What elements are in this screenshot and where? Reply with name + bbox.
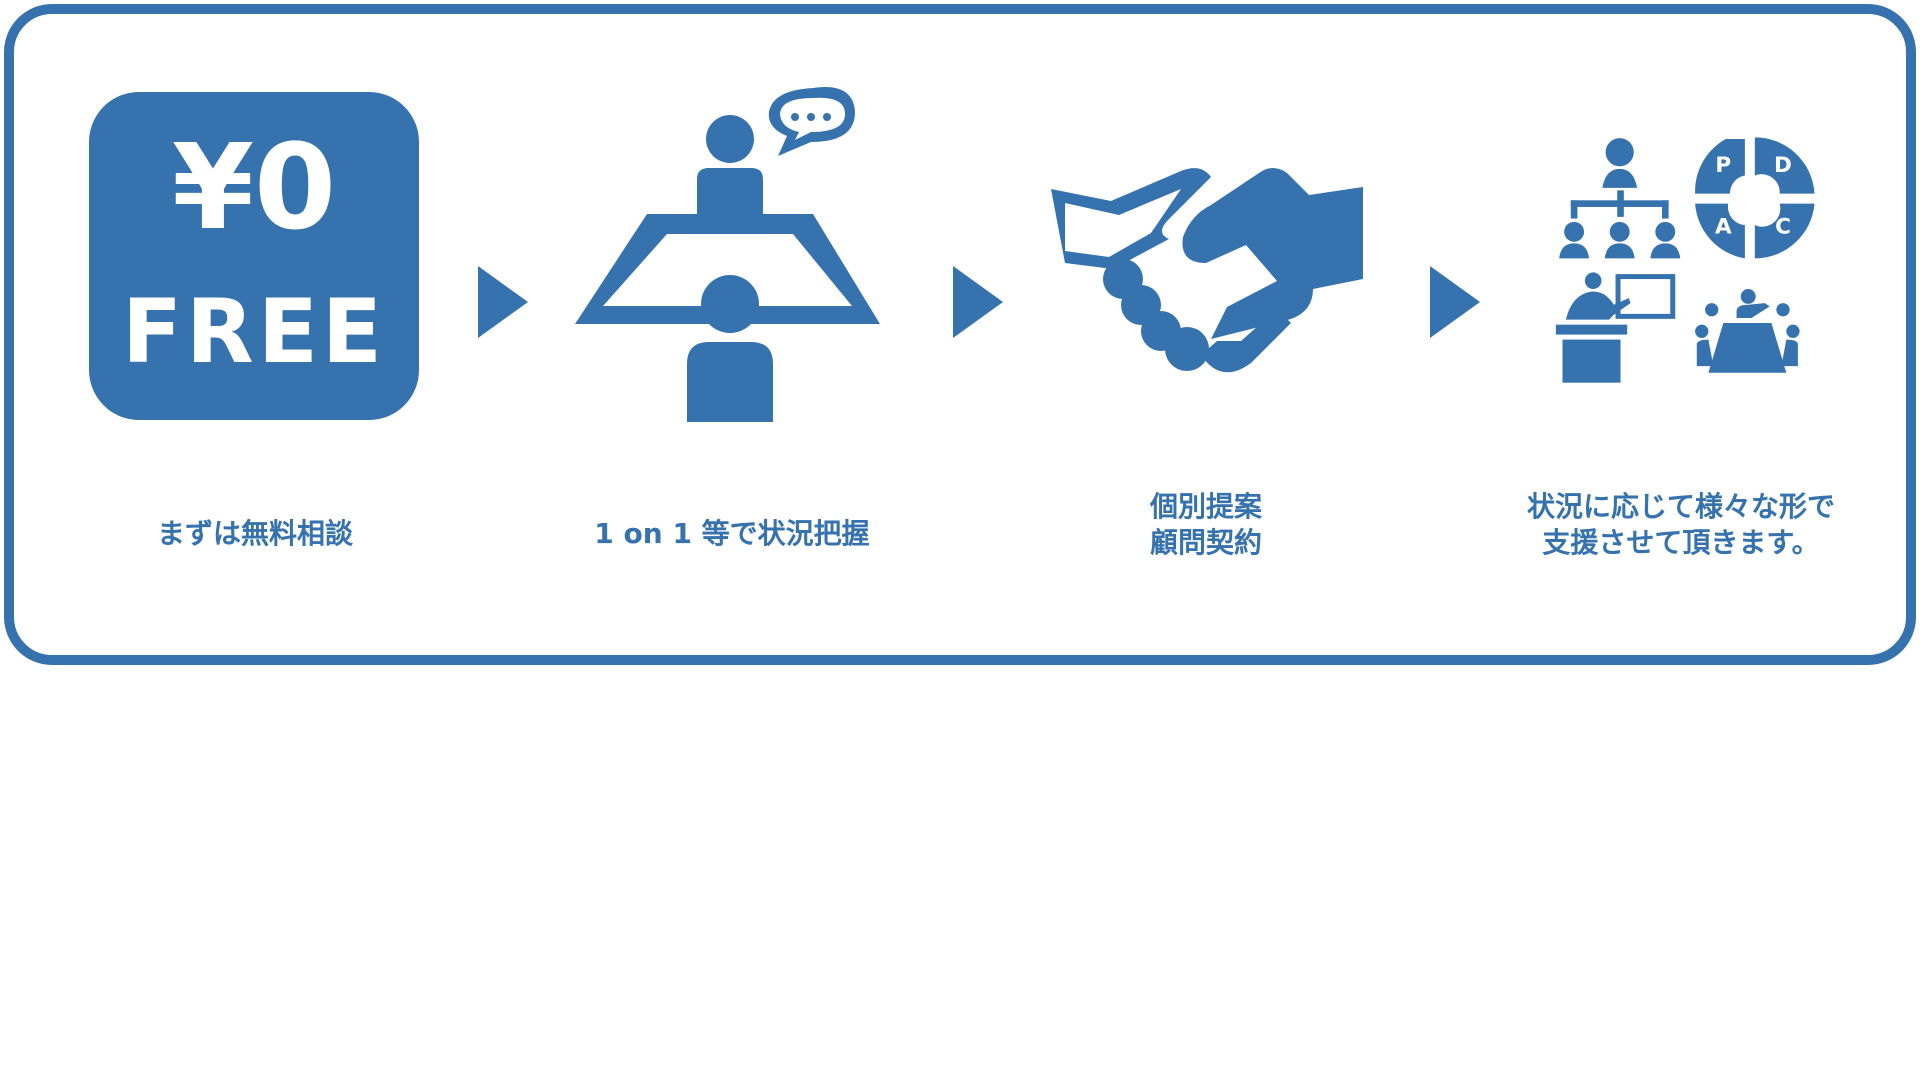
arrow-right-icon <box>478 266 528 338</box>
pdca-d: D <box>1774 153 1792 178</box>
step-2-label: 1 on 1 等で状況把握 <box>594 516 869 552</box>
step-4-label: 状況に応じて様々な形で支援させて頂きます。 <box>1527 489 1835 561</box>
yen-free-icon: ¥0 FREE <box>89 92 419 420</box>
label-line: 状況に応じて様々な形で <box>1526 490 1836 523</box>
support-variety-icon: P D A C <box>1555 137 1815 383</box>
arrow-right-icon <box>1430 266 1480 338</box>
step-3-label: 個別提案顧問契約 <box>1150 489 1262 561</box>
pdca-a: A <box>1715 214 1732 239</box>
flow-panel <box>4 4 1916 665</box>
label-line: 支援させて頂きます。 <box>1542 526 1820 559</box>
pdca-c: C <box>1775 214 1791 239</box>
pdca-p: P <box>1715 153 1731 178</box>
label-line: まずは無料相談 <box>156 517 354 550</box>
label-line: 1 on 1 等で状況把握 <box>594 517 870 550</box>
handshake-icon <box>1051 168 1363 373</box>
label-line: 顧問契約 <box>1149 526 1263 559</box>
label-line: 個別提案 <box>1149 490 1263 523</box>
badge-text: FREE <box>121 280 387 383</box>
arrow-right-icon <box>953 266 1003 338</box>
one-on-one-meeting-icon <box>575 87 880 422</box>
badge-amount: ¥0 <box>171 118 337 256</box>
step-1-label: まずは無料相談 <box>157 516 353 552</box>
